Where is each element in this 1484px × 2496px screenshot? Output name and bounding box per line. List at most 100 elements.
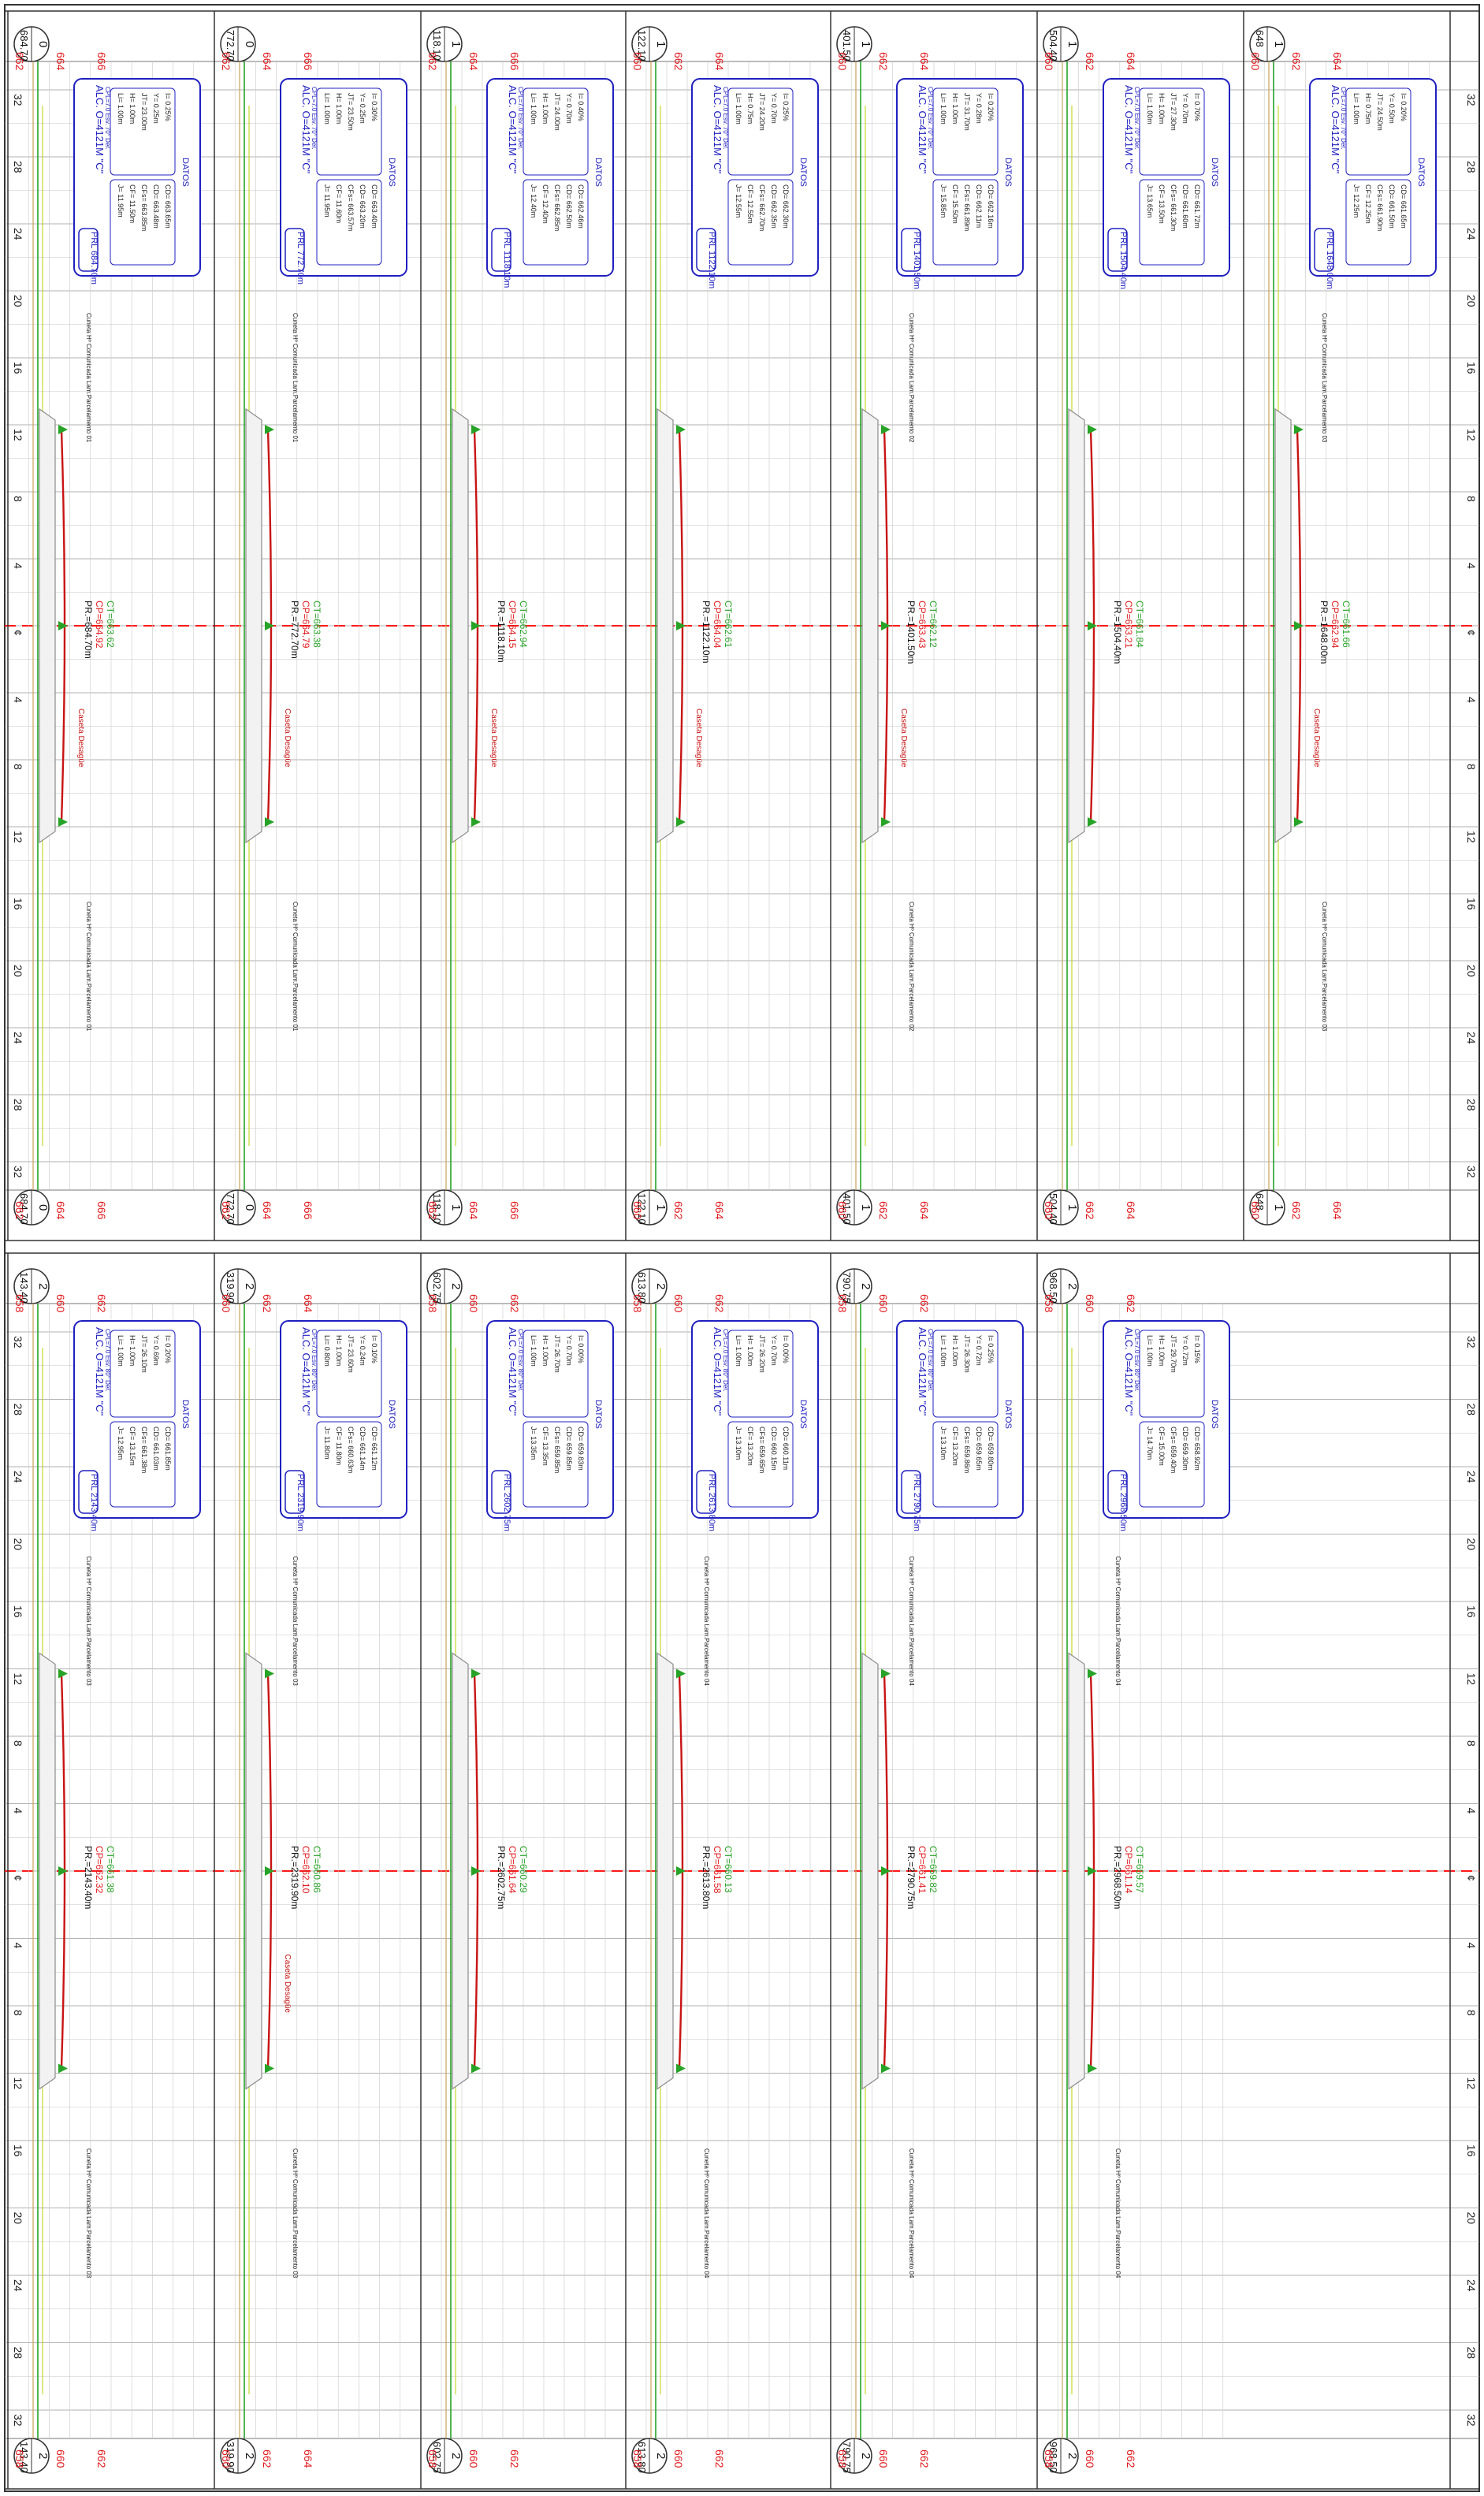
center-cp: CP=663.43 — [917, 601, 928, 649]
elevation-label: 664 — [467, 52, 480, 71]
data-row-right: CD= 661.14m — [359, 1427, 366, 1471]
offset-label-right: 24 — [1465, 228, 1478, 240]
data-row-right: J= 15.85m — [939, 184, 947, 218]
data-row-right: CD= 662.16m — [987, 184, 995, 229]
elevation-label-bottom: 666 — [302, 1201, 314, 1220]
data-row-left: JT= 23.50m — [347, 93, 355, 131]
data-box-right-frame — [1139, 179, 1205, 266]
station-badge-bottom-station: 684.70 — [18, 1193, 30, 1225]
data-row-left: JT= 23.60m — [347, 1335, 355, 1373]
data-row-right: CFs= 660.63m — [347, 1427, 355, 1473]
offset-label-left: 24 — [12, 228, 24, 240]
station-badge-number: 2 — [654, 1283, 668, 1289]
data-box-left-frame — [727, 1330, 794, 1418]
station-badge-station: 319.90 — [225, 1272, 236, 1304]
elevation-label: 664 — [1125, 52, 1137, 71]
data-row-right: J= 11.80m — [323, 1427, 331, 1460]
station-badge-bottom-station: 648 — [1254, 1193, 1266, 1211]
data-row-right: CD= 662.46m — [577, 184, 585, 229]
elevation-label-bottom: 662 — [261, 2450, 273, 2468]
elevation-label-bottom: 660 — [220, 2450, 232, 2468]
data-row-right: CFs= 662.70m — [758, 184, 766, 231]
elevation-label-bottom: 660 — [1084, 2450, 1096, 2468]
cuneta-label-right: Cuneta Hº Comunicada Lam.Parcelamento 03 — [292, 2148, 299, 2278]
offset-label-left: 32 — [12, 2414, 24, 2427]
level-marker — [265, 1668, 274, 1679]
data-box-left-frame — [727, 87, 794, 176]
elevation-label: 662 — [1084, 52, 1096, 71]
data-box-prl: PRL 2319.90m — [296, 1474, 305, 1531]
data-row-left: Y= 0.70m — [770, 93, 778, 124]
offset-label-left: 12 — [12, 2078, 24, 2090]
data-box-subtitle: CPL=7.0 Esv. 80° Der. — [1133, 1329, 1140, 1392]
offset-label-left: 12 — [12, 1673, 24, 1686]
data-row-left: I= 0.30% — [370, 93, 378, 121]
elevation-label: 662 — [713, 1294, 726, 1313]
center-prl: PR.=684.70m — [83, 601, 94, 659]
data-box-prl: PRL 1648.00m — [1325, 232, 1334, 289]
level-marker — [881, 2063, 891, 2074]
data-box-prl-frame — [491, 1470, 511, 1514]
elevation-label: 662 — [877, 52, 890, 71]
road-structure — [656, 407, 674, 844]
data-box-left-frame — [1139, 1330, 1205, 1418]
data-row-right: CD= 661.60m — [1181, 184, 1189, 229]
data-box-subtitle: CPL=7.0 Esv. 70° Der. — [104, 87, 111, 150]
data-box — [486, 78, 614, 277]
data-box-prl: PRL 2968.50m — [1118, 1474, 1128, 1531]
offset-label-right: 12 — [1465, 831, 1478, 843]
elevation-label-bottom: 662 — [877, 1201, 890, 1220]
data-row-right: J= 13.35m — [530, 1427, 537, 1460]
data-row-right: CD= 662.35m — [770, 184, 778, 229]
elevation-label-bottom: 658 — [426, 2450, 439, 2468]
data-box-left-frame — [523, 1330, 589, 1418]
station-badge-number: 2 — [859, 1283, 872, 1289]
caseta-label: Caseta Desagüe — [694, 709, 703, 768]
center-prl: PR.=2790.75m — [906, 1846, 917, 1909]
road-structure — [245, 407, 262, 844]
station-badge-number: 0 — [36, 41, 50, 47]
level-marker — [58, 1668, 68, 1679]
data-box-prl: PRL 1401.50m — [912, 232, 921, 289]
level-marker — [265, 621, 274, 631]
data-box-subtitle: CPL=7.0 Esv. 80° Der. — [311, 1329, 318, 1392]
data-row-right: CD= 660.15m — [770, 1427, 778, 1471]
data-box — [896, 78, 1024, 277]
elevation-label: 660 — [672, 1294, 685, 1313]
station-badge-station: 504.40 — [1047, 30, 1059, 61]
cuneta-label-right: Cuneta Hº Comunicada Lam.Parcelamento 04 — [1114, 2148, 1121, 2278]
offset-label-right: 8 — [1465, 496, 1478, 502]
data-row-left: H= 0.75m — [1364, 93, 1372, 124]
data-row-right: CF= 15.00m — [1158, 1427, 1166, 1466]
station-badge-station: 968.50 — [1047, 1272, 1059, 1304]
data-row-right: CD= 663.65m — [164, 184, 172, 229]
data-row-left: H= 1.00m — [335, 1335, 343, 1366]
offset-label-left: 28 — [12, 161, 24, 173]
station-badge-bottom-number: 1 — [1272, 1204, 1285, 1211]
data-row-left: I= 0.20% — [1400, 93, 1408, 121]
data-row-left: I= 0.15% — [1193, 1335, 1201, 1363]
offset-label-right: 16 — [1465, 898, 1478, 910]
offset-label-left: 4 — [12, 563, 24, 569]
station-badge-bottom-number: 0 — [243, 1204, 256, 1211]
data-row-left: Y= 0.70m — [770, 1335, 778, 1366]
data-box-right-frame — [932, 1421, 999, 1508]
center-ct: CT=659.57 — [1134, 1846, 1145, 1893]
data-row-right: CFs= 662.85m — [553, 184, 561, 231]
road-structure — [656, 1652, 674, 2090]
level-marker — [471, 1668, 481, 1679]
level-marker — [1088, 1866, 1097, 1876]
data-row-left: JT= 24.50m — [1376, 93, 1384, 131]
data-row-left: Y= 0.72m — [1181, 1335, 1189, 1366]
data-box — [896, 1320, 1024, 1519]
level-marker — [265, 425, 274, 434]
offset-label-left: 20 — [12, 295, 24, 307]
data-box-title: ALC. O=4121M "C" — [917, 1327, 928, 1416]
data-box-right-frame — [523, 1421, 589, 1508]
data-box-left-frame — [523, 87, 589, 176]
offset-label-right: 20 — [1465, 965, 1478, 977]
data-box-datos: DATOS — [1416, 158, 1426, 187]
data-box — [691, 1320, 819, 1519]
